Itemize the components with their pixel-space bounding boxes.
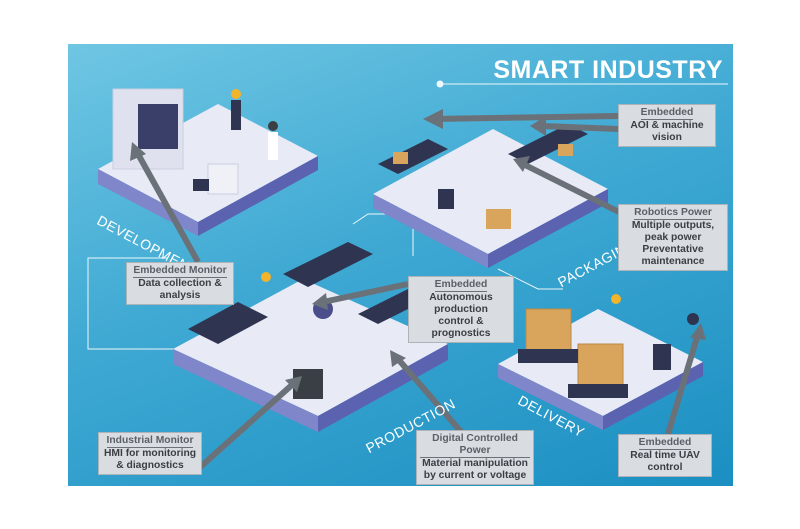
callout-heading: Digital Controlled Power bbox=[420, 433, 530, 458]
callout-heading: Embedded bbox=[638, 437, 692, 450]
callout-line: peak power bbox=[644, 232, 702, 243]
callout-digital-power: Digital Controlled Power Material manipu… bbox=[416, 430, 534, 485]
diagram-canvas: SMART INDUSTRY DEVELOPMENT PACKAGING PRO… bbox=[68, 44, 733, 486]
callout-arrows bbox=[130, 109, 706, 472]
page-title: SMART INDUSTRY bbox=[493, 56, 723, 84]
callout-embedded-uav: Embedded Real time UAV control bbox=[618, 434, 712, 477]
callout-line: by current or voltage bbox=[423, 470, 527, 481]
callout-robotics-power: Robotics Power Multiple outputs, peak po… bbox=[618, 204, 728, 271]
callout-line: Real time UAV bbox=[630, 450, 700, 461]
callout-embedded-production: Embedded Autonomous production control &… bbox=[408, 276, 514, 343]
callout-heading: Robotics Power bbox=[634, 207, 712, 220]
packaging-platform bbox=[373, 124, 608, 268]
callout-line: Autonomous production bbox=[429, 292, 493, 315]
callout-embedded-aoi: Embedded AOI & machine vision bbox=[618, 104, 716, 147]
callout-industrial-monitor: Industrial Monitor HMI for monitoring & … bbox=[98, 432, 202, 475]
development-platform bbox=[98, 88, 318, 236]
delivery-platform bbox=[498, 294, 703, 430]
callout-line: AOI & machine bbox=[630, 120, 704, 131]
callout-heading: Embedded bbox=[434, 279, 488, 292]
callout-line: HMI for monitoring bbox=[103, 448, 197, 459]
callout-line: analysis bbox=[159, 290, 201, 301]
callout-line: control & prognostics bbox=[431, 316, 491, 339]
isometric-illustration bbox=[87, 80, 728, 472]
callout-line: Data collection & bbox=[138, 278, 222, 289]
callout-embedded-monitor: Embedded Monitor Data collection & analy… bbox=[126, 262, 234, 305]
callout-heading: Embedded Monitor bbox=[133, 265, 227, 278]
connector-lines bbox=[87, 80, 728, 350]
callout-line: Multiple outputs, bbox=[631, 220, 715, 231]
callout-line: & diagnostics bbox=[116, 460, 184, 471]
callout-line: vision bbox=[652, 132, 682, 143]
callout-line: Material manipulation bbox=[422, 458, 528, 469]
callout-heading: Industrial Monitor bbox=[106, 435, 194, 448]
callout-heading: Embedded bbox=[640, 107, 694, 120]
callout-line: control bbox=[647, 462, 683, 473]
callout-line: Preventative maintenance bbox=[641, 244, 705, 267]
